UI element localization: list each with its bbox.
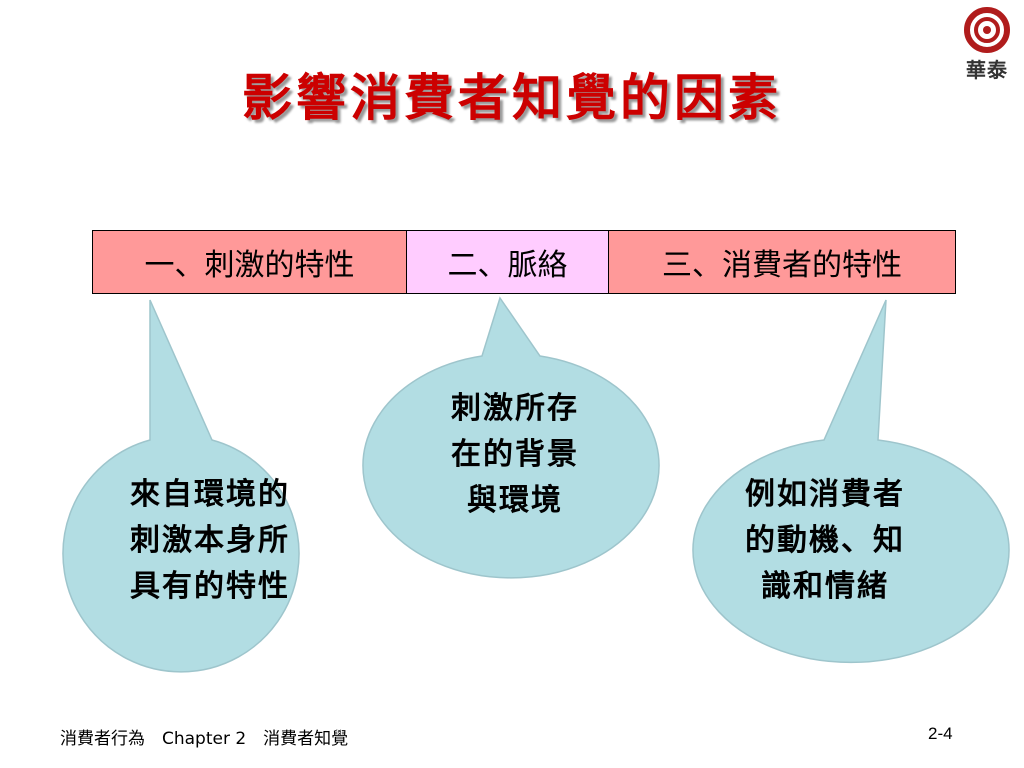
bubble-line: 的動機、知 <box>745 523 905 558</box>
footer-page-number: 2-4 <box>928 724 953 743</box>
bubble-line: 具有的特性 <box>130 569 290 604</box>
bubble-line: 在的背景 <box>451 437 579 472</box>
factor-context: 二、脈絡 <box>407 230 609 294</box>
bubble-consumer-shape <box>692 299 1010 664</box>
bubble-line: 識和情緒 <box>761 569 889 604</box>
bubble-consumer-text: 例如消費者 的動機、知 識和情緒 <box>700 472 950 610</box>
bubble-line: 與環境 <box>467 483 563 518</box>
bubble-line: 刺激所存 <box>451 391 579 426</box>
bubble-stimulus-text: 來自環境的 刺激本身所 具有的特性 <box>80 472 340 610</box>
factor-consumer: 三、消費者的特性 <box>609 230 956 294</box>
factor-stimulus: 一、刺激的特性 <box>92 230 407 294</box>
bubble-context-shape <box>362 296 660 579</box>
bubble-context-text: 刺激所存 在的背景 與環境 <box>390 386 640 524</box>
bubble-line: 例如消費者 <box>745 477 905 512</box>
footer-chapter: 消費者行為 Chapter 2 消費者知覺 <box>60 729 349 749</box>
bubble-line: 來自環境的 <box>130 477 290 512</box>
logo-text: 華泰 <box>966 58 1008 82</box>
logo: 華泰 <box>952 6 1022 86</box>
slide-title: 影響消費者知覺的因素 <box>242 68 782 127</box>
factor-row: 一、刺激的特性 二、脈絡 三、消費者的特性 <box>92 230 956 294</box>
bubble-stimulus-shape <box>62 299 300 673</box>
logo-circle-icon <box>964 7 1010 53</box>
bubble-line: 刺激本身所 <box>130 523 290 558</box>
